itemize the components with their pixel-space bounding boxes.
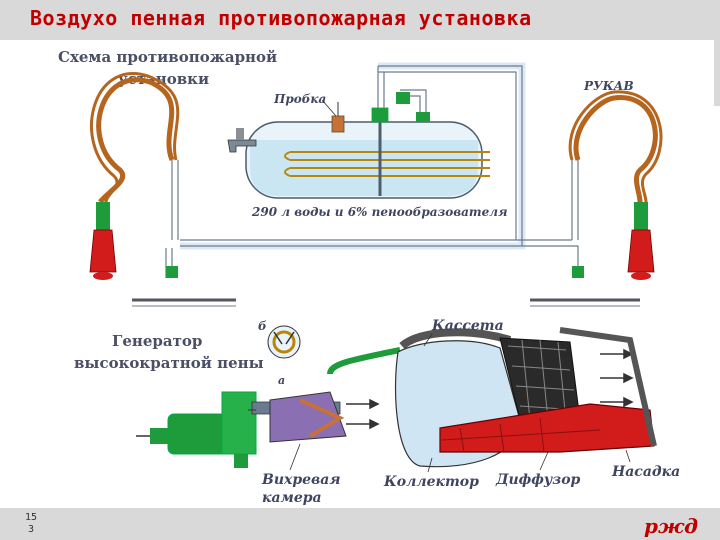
page-number: 15 3 xyxy=(14,512,48,536)
generator-title-line2: высокократной пены xyxy=(74,354,264,372)
pipe-network xyxy=(165,62,579,278)
page-number-line1: 15 xyxy=(24,512,38,523)
valve-icon xyxy=(166,266,178,278)
generator-title-line1: Генератор xyxy=(112,332,202,350)
hose-label: РУКАВ xyxy=(583,79,634,93)
diffuser-nozzle xyxy=(439,327,657,453)
valve-icon xyxy=(371,92,430,123)
valve-icon xyxy=(572,266,584,278)
faucet-icon xyxy=(227,128,257,153)
tank-caption: 290 л воды и 6% пенообразователя xyxy=(251,205,508,219)
vortex-chamber-label-line1: Вихревая xyxy=(261,472,340,488)
foam-tank xyxy=(245,114,490,199)
inlet-assembly xyxy=(136,347,401,468)
nozzle-label: Насадка xyxy=(611,464,680,480)
hose-right xyxy=(568,90,663,280)
collector-label: Коллектор xyxy=(383,474,479,490)
footer-bar xyxy=(0,508,720,540)
diffuser-label: Диффузор xyxy=(495,472,581,488)
scheme-title-line1: Схема противопожарной xyxy=(58,48,277,66)
plug-icon xyxy=(331,102,345,133)
page-number-line2: 3 xyxy=(27,524,35,535)
label-a: а xyxy=(278,374,285,387)
plug-label: Пробка xyxy=(273,92,326,106)
vortex-chamber-label-line2: камера xyxy=(262,490,322,506)
hose-left xyxy=(89,72,180,280)
label-b: б xyxy=(258,319,267,333)
swirl-detail-icon xyxy=(267,325,301,359)
slide-title: Воздухо пенная противопожарная установка xyxy=(30,6,532,30)
header-edge-strip xyxy=(714,40,720,106)
title-bar: Воздухо пенная противопожарная установка xyxy=(0,0,720,40)
cassette-label: Кассета xyxy=(431,318,504,334)
rzd-logo: ржд xyxy=(643,514,698,538)
